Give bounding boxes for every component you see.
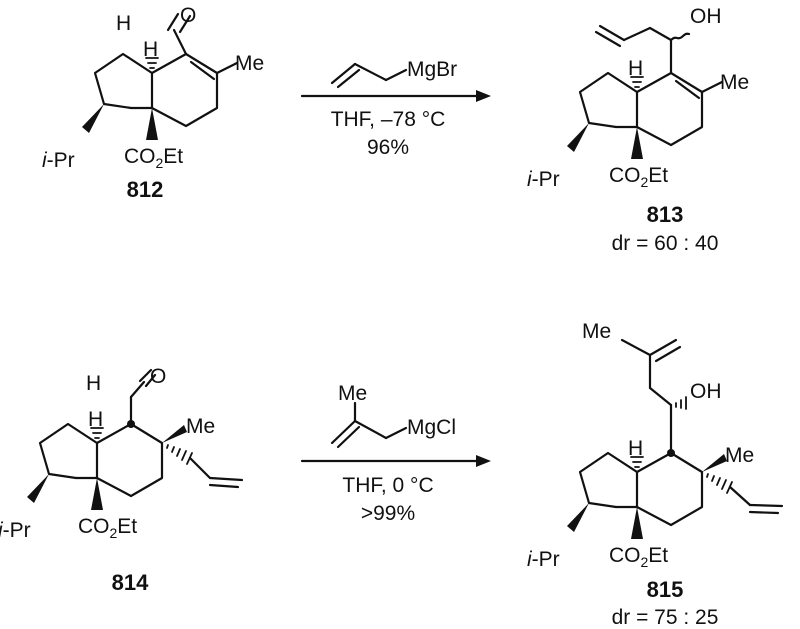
hashed-bond [90,427,104,439]
hydroxyl-label: OH [690,380,722,403]
reagent-allyl-structure [330,62,408,89]
ester-co: CO [78,515,110,538]
compound-814-structure [27,368,244,510]
hashed-bond [630,456,644,468]
conditions-yield: 96% [367,136,409,159]
ester-co: CO [609,164,641,187]
isopropyl-label: i-Pr [0,519,31,542]
ring-h-label: H [628,57,643,80]
hydroxyl-label: OH [690,5,722,28]
compound-812-structure [82,12,239,140]
wedge-bond [631,127,643,159]
compound-number-814: 814 [112,570,149,595]
isopropyl-i: i [0,519,4,542]
compound-number-815: 815 [647,577,684,602]
conditions-solvent-temp: THF, 0 °C [342,474,433,497]
ester-subscript: 2 [641,554,649,570]
isopropyl-rest: -Pr [47,149,75,172]
wedge-bond [162,425,187,443]
compound-815-structure [567,338,784,539]
ester-label: CO2Et [609,544,668,570]
reagent-methyl-label: Me [338,382,367,405]
wedge-bond [91,478,103,510]
conditions-yield: >99% [361,502,415,525]
aldehyde-o-label: O [150,365,166,388]
ester-label: CO2Et [78,515,137,541]
ester-subscript: 2 [110,525,118,541]
hashed-bond [145,57,159,69]
ester-et: Et [648,544,668,567]
hashed-bond [166,444,193,465]
hashed-bond [630,76,644,88]
methyl-label: Me [725,444,754,467]
ester-subscript: 2 [156,155,164,171]
isopropyl-i: i [527,548,533,571]
hashed-bond [675,396,687,410]
isopropyl-label: i-Pr [527,548,560,571]
isopropyl-i: i [527,168,533,191]
isopropyl-i: i [42,149,48,172]
ester-label: CO2Et [609,164,668,190]
conditions-solvent-temp: THF, –78 °C [331,108,446,131]
isopropyl-rest: -Pr [532,168,560,191]
wedge-bond [146,108,158,140]
diastereomeric-ratio: dr = 75 : 25 [612,606,719,629]
diastereomeric-ratio: dr = 60 : 40 [612,232,719,255]
isopropyl-rest: -Pr [3,519,31,542]
ring-h-label: H [628,437,643,460]
reagent-mgcl-label: MgCl [407,416,456,439]
ester-et: Et [648,164,668,187]
isopropyl-label: i-Pr [527,168,560,191]
isopropyl-label: i-Pr [42,149,75,172]
reaction-arrow-2 [300,455,491,467]
wedge-bond [567,503,589,532]
ester-label: CO2Et [124,145,183,171]
stereocenter-dot [667,449,675,457]
wedge-bond [82,104,104,133]
reaction-arrow-1 [300,90,491,102]
hashed-bond [706,473,733,494]
ester-co: CO [124,145,156,168]
ester-subscript: 2 [641,174,649,190]
compound-number-812: 812 [127,177,164,202]
wedge-bond [27,474,49,503]
stereocenter-dot [127,420,135,428]
ester-co: CO [609,544,641,567]
methyl-top-label: Me [582,320,611,343]
aldehyde-h-label: H [116,12,131,35]
ring-h-label: H [88,408,103,431]
reagent-mgbr-label: MgBr [407,58,457,81]
wedge-bond [702,454,727,472]
reagent-methallyl-structure [330,401,408,449]
isopropyl-rest: -Pr [532,548,560,571]
ester-et: Et [163,145,183,168]
ring-h-label: H [143,38,158,61]
methyl-label: Me [235,52,264,75]
methyl-label: Me [720,71,749,94]
methyl-label: Me [186,415,215,438]
aldehyde-o-label: O [180,4,196,27]
wedge-bond [631,507,643,539]
ester-et: Et [117,515,137,538]
compound-number-813: 813 [647,202,684,227]
aldehyde-h-label: H [86,372,101,395]
compound-813-structure [567,24,724,159]
wedge-bond [567,123,589,152]
